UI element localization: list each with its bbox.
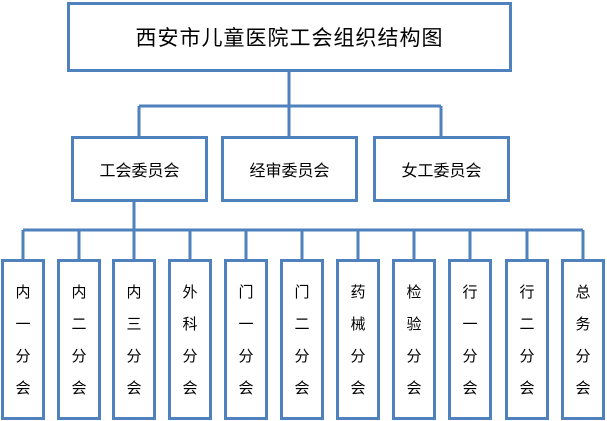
branch-char: 行: [519, 282, 535, 301]
branch-char: 分: [71, 346, 87, 365]
committee-box-union: 工会委员会: [71, 136, 208, 202]
branch-box-11: 总 务 分 会: [561, 259, 605, 420]
branch-char: 分: [519, 346, 535, 365]
branch-char: 总: [575, 282, 591, 301]
branch-char: 会: [462, 378, 478, 397]
branch-box-8: 检 验 分 会: [392, 259, 436, 420]
branch-char: 分: [238, 346, 254, 365]
branch-box-7: 药 械 分 会: [336, 259, 380, 420]
branch-char: 分: [294, 346, 310, 365]
branch-char: 分: [15, 346, 31, 365]
branch-char: 科: [182, 314, 198, 333]
branch-box-3: 内 三 分 会: [112, 259, 156, 420]
branch-char: 会: [519, 378, 535, 397]
branch-char: 务: [575, 314, 591, 333]
branch-char: 二: [71, 314, 87, 333]
branch-char: 门: [294, 282, 310, 301]
branch-char: 药: [350, 282, 366, 301]
branch-char: 会: [294, 378, 310, 397]
branch-char: 一: [462, 314, 478, 333]
branch-char: 检: [406, 282, 422, 301]
branch-box-6: 门 二 分 会: [280, 259, 324, 420]
branch-char: 会: [406, 378, 422, 397]
branch-char: 一: [238, 314, 254, 333]
branch-char: 分: [462, 346, 478, 365]
branch-char: 内: [126, 282, 142, 301]
branch-char: 外: [182, 282, 198, 301]
branch-char: 会: [575, 378, 591, 397]
branch-box-2: 内 二 分 会: [57, 259, 101, 420]
branch-char: 内: [15, 282, 31, 301]
branch-char: 会: [238, 378, 254, 397]
branch-char: 分: [182, 346, 198, 365]
branch-box-1: 内 一 分 会: [1, 259, 45, 420]
branch-char: 分: [126, 346, 142, 365]
branch-char: 分: [406, 346, 422, 365]
branch-char: 门: [238, 282, 254, 301]
branch-char: 二: [519, 314, 535, 333]
branch-char: 会: [126, 378, 142, 397]
branch-char: 械: [350, 314, 366, 333]
root-box-title: 西安市儿童医院工会组织结构图: [67, 2, 512, 72]
branch-char: 验: [406, 314, 422, 333]
branch-char: 一: [15, 314, 31, 333]
committee-box-women: 女工委员会: [373, 136, 510, 202]
branch-char: 会: [71, 378, 87, 397]
committee-box-audit: 经审委员会: [221, 136, 358, 202]
branch-char: 二: [294, 314, 310, 333]
branch-char: 三: [126, 314, 142, 333]
branch-char: 会: [182, 378, 198, 397]
branch-char: 分: [350, 346, 366, 365]
branch-char: 内: [71, 282, 87, 301]
branch-box-9: 行 一 分 会: [448, 259, 492, 420]
branch-box-4: 外 科 分 会: [168, 259, 212, 420]
branch-box-10: 行 二 分 会: [505, 259, 549, 420]
branch-char: 会: [350, 378, 366, 397]
branch-char: 行: [462, 282, 478, 301]
branch-box-5: 门 一 分 会: [224, 259, 268, 420]
branch-char: 分: [575, 346, 591, 365]
branch-char: 会: [15, 378, 31, 397]
